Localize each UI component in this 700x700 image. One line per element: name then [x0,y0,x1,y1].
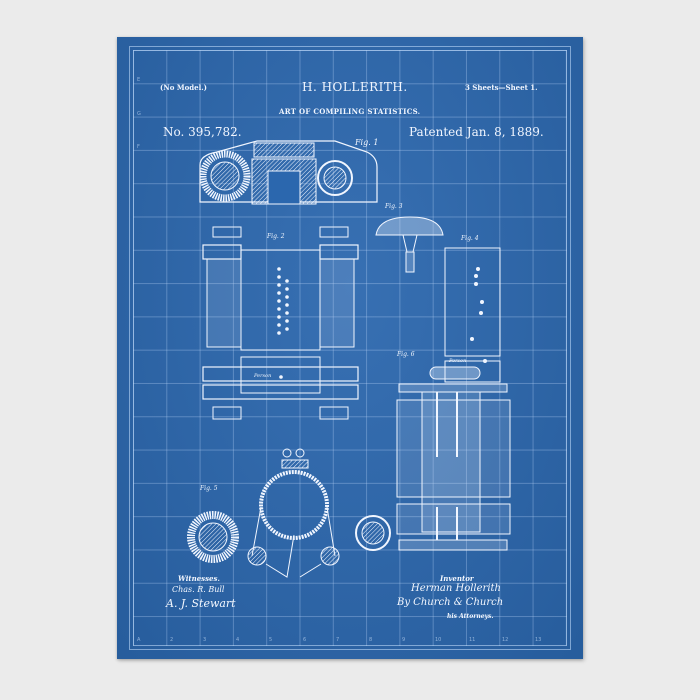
grid-col-label: 2 [170,637,174,643]
inventor-name: H. HOLLERITH. [302,80,408,94]
figure-6-label: Fig. 6 [397,351,415,358]
figure-2-bottom-label: Person [254,373,272,379]
grid-col-label: 11 [469,637,476,643]
inner-frame [133,50,567,646]
grid-col-label: 9 [402,637,406,643]
figure-3-label: Fig. 3 [385,203,403,210]
grid-col-label: A [137,637,141,643]
witness-1-signature: Chas. R. Bull [172,585,225,594]
grid-col-label: 8 [369,637,373,643]
grid-row-label: F [137,144,140,150]
grid-row-label: G [137,111,141,117]
figure-3-drawing [375,216,444,273]
grid-col-label: 7 [336,637,340,643]
figure-2-label: Fig. 2 [267,233,285,240]
no-model-note: (No Model.) [160,83,207,92]
witness-2-signature: A. J. Stewart [166,597,236,610]
witnesses-label: Witnesses. [178,574,220,583]
grid-col-label: 3 [203,637,207,643]
grid-col-label: 5 [269,637,273,643]
figure-4-label: Fig. 4 [461,235,479,242]
attorney-signature: By Church & Church [397,597,504,608]
grid-col-label: 6 [303,637,307,643]
figure-1-label: Fig. 1 [355,138,379,147]
sheet-count: 3 Sheets—Sheet 1. [465,83,538,92]
grid-col-label: 4 [236,637,240,643]
figure-1-drawing [199,140,378,205]
patent-date: Patented Jan. 8, 1889. [409,125,544,139]
figure-5-label: Fig. 5 [200,485,218,492]
patent-number: No. 395,782. [163,125,242,139]
grid-row-label: E [137,77,141,83]
figure-2-drawing [202,226,359,420]
figure-4-bottom-label: Person [449,358,467,364]
figure-4-drawing [444,247,501,383]
grid-col-label: 10 [435,637,442,643]
outer-frame [129,46,571,650]
figure-5-drawing [187,448,391,578]
inventor-signature: Herman Hollerith [411,583,501,594]
grid-col-label: 13 [535,637,542,643]
inventor-label: Inventor [440,574,474,583]
grid-col-label: 12 [502,637,509,643]
patent-title: ART OF COMPILING STATISTICS. [279,107,421,116]
attorneys-label: his Attorneys. [447,613,494,620]
patent-poster: E G F A 2 3 4 5 6 7 8 9 10 11 12 13 (No … [117,37,583,659]
figure-6-drawing [396,366,511,551]
